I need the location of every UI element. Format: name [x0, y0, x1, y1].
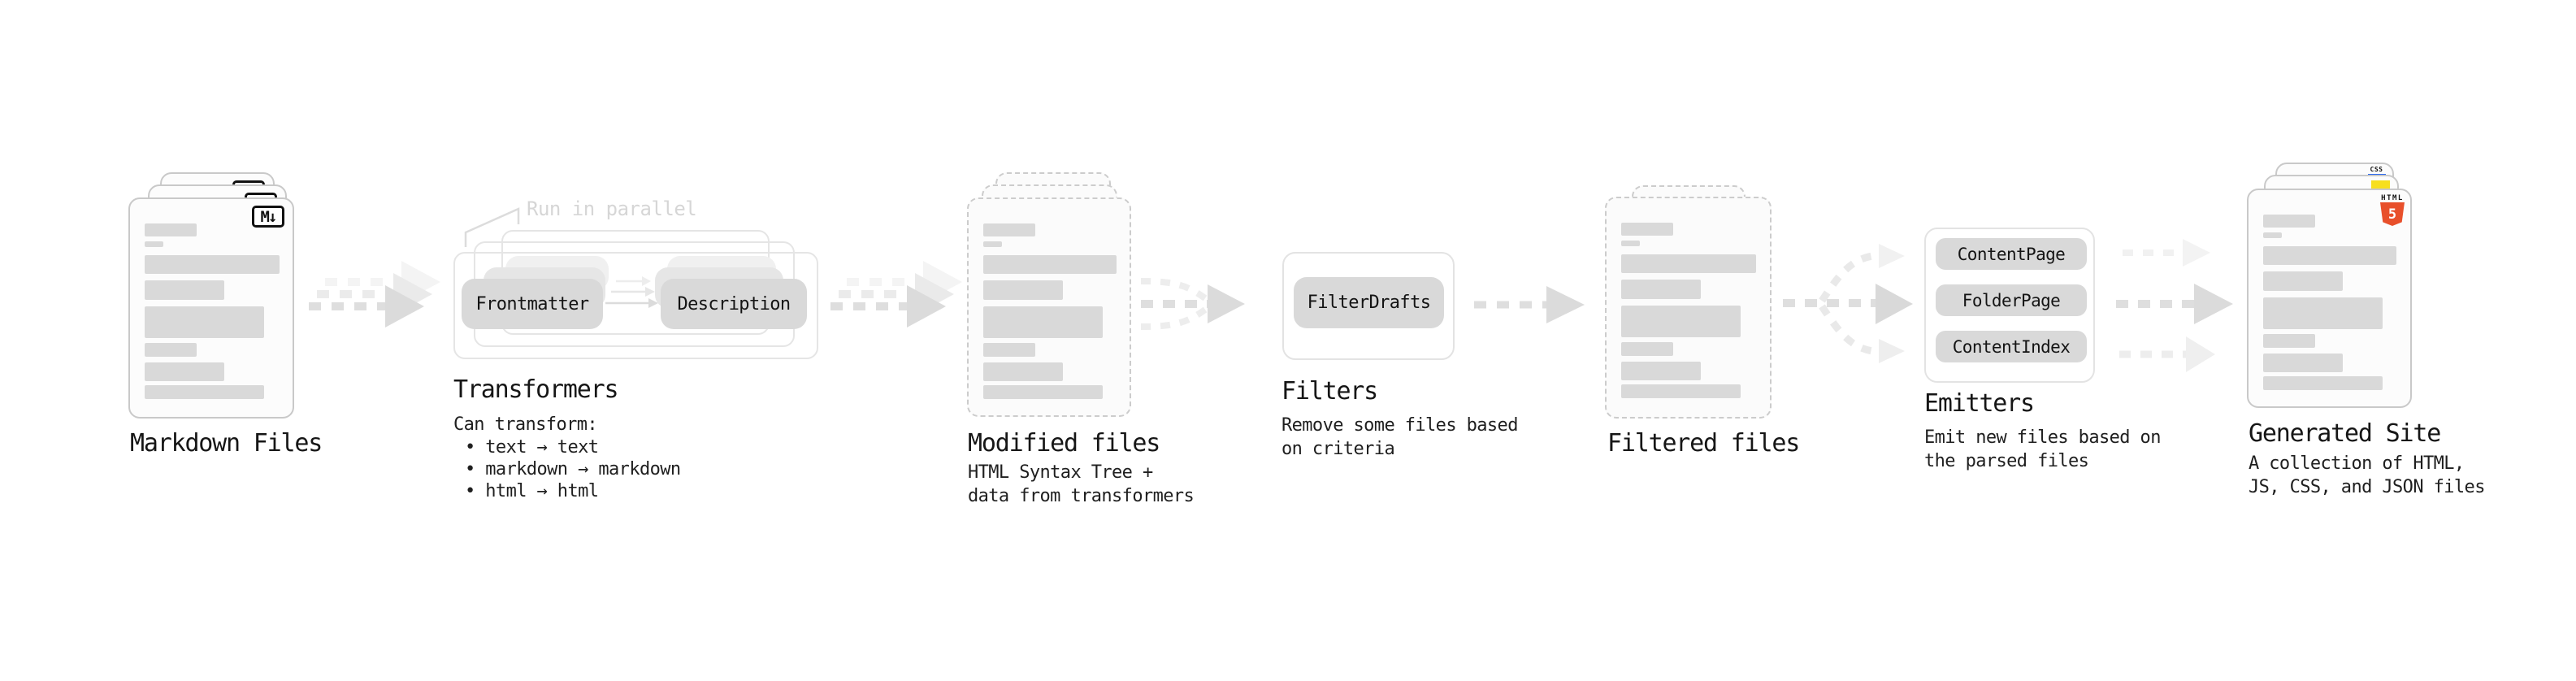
skeleton-line: [1621, 254, 1756, 273]
skeleton-line: [145, 223, 197, 236]
skeleton-line: [2263, 271, 2343, 291]
site-file-card-html: HTML 5: [2247, 189, 2412, 408]
emitter-pill-contentpage: ContentPage: [1936, 238, 2087, 270]
skeleton-line: [983, 241, 1002, 247]
arrow-modified-to-filters-merge: [1140, 278, 1245, 330]
pill-flow-arrows: [605, 276, 658, 308]
stage-description-line: the parsed files: [1924, 451, 2089, 471]
skeleton-line: [983, 255, 1117, 274]
filtered-file-card-front: [1605, 197, 1772, 419]
stage-description-line: on criteria: [1281, 439, 1395, 459]
bullet-line: • text → text: [465, 437, 599, 458]
stage-description-line: JS, CSS, and JSON files: [2249, 477, 2485, 497]
skeleton-line: [145, 280, 224, 300]
stage-description-line: data from transformers: [968, 486, 1195, 506]
arrow-transformers-to-modified: [830, 261, 962, 327]
transformer-pill-description: Description: [661, 279, 807, 329]
stage-label: Emitters: [1924, 389, 2035, 418]
arrow-emitters-to-site-top: [2123, 239, 2210, 267]
stage-label: Transformers: [453, 375, 619, 404]
skeleton-line: [983, 280, 1063, 300]
stage-label: Markdown Files: [130, 429, 323, 458]
skeleton-line: [983, 343, 1035, 357]
skeleton-line: [2263, 232, 2282, 238]
stage-label: Generated Site: [2249, 419, 2441, 448]
stage-description-line: A collection of HTML,: [2249, 453, 2465, 474]
filter-pill-filterdrafts: FilterDrafts: [1294, 277, 1444, 328]
stage-description-line: HTML Syntax Tree +: [968, 462, 1153, 483]
skeleton-line: [1621, 306, 1741, 337]
bullet-line: • markdown → markdown: [465, 459, 681, 479]
markdown-logo-icon: M↓: [252, 206, 284, 228]
skeleton-line: [1621, 223, 1673, 236]
skeleton-line: [145, 362, 224, 381]
arrow-markdown-to-transformers: [309, 261, 440, 327]
skeleton-line: [145, 385, 264, 399]
skeleton-line: [1621, 342, 1673, 356]
skeleton-line: [2263, 354, 2343, 372]
skeleton-line: [145, 306, 264, 338]
skeleton-line: [983, 223, 1035, 236]
bullet-line: • html → html: [465, 481, 599, 501]
emitter-pill-folderpage: FolderPage: [1936, 284, 2087, 316]
skeleton-line: [983, 306, 1103, 338]
note-leader-line: [464, 207, 520, 247]
skeleton-line: [145, 343, 197, 357]
transformer-pill-frontmatter: Frontmatter: [462, 279, 603, 329]
transformer-group-outline-front: [453, 252, 818, 359]
skeleton-line: [145, 255, 280, 274]
stage-description-line: Remove some files based: [1281, 415, 1518, 436]
skeleton-line: [2263, 334, 2315, 348]
emitter-pill-contentindex: ContentIndex: [1936, 331, 2087, 362]
html5-logo-icon: HTML 5: [2379, 195, 2406, 226]
skeleton-line: [2263, 297, 2383, 329]
skeleton-line: [2263, 376, 2383, 390]
run-in-parallel-note: Run in parallel: [527, 197, 697, 220]
stage-description-line: Can transform:: [453, 414, 598, 435]
skeleton-line: [2263, 215, 2315, 228]
skeleton-line: [145, 241, 163, 247]
stage-label: Filtered files: [1607, 429, 1800, 458]
stage-label: Filters: [1281, 377, 1378, 406]
skeleton-line: [983, 362, 1063, 381]
arrow-filters-to-filtered: [1474, 286, 1585, 323]
skeleton-line: [1621, 362, 1701, 380]
skeleton-line: [1621, 241, 1640, 246]
skeleton-line: [2263, 246, 2396, 265]
modified-file-card-front: [967, 197, 1131, 417]
skeleton-line: [1621, 280, 1701, 299]
js-logo-icon: [2371, 180, 2390, 189]
arrow-filtered-to-emitters-fanout: [1783, 244, 1913, 363]
arrow-emitters-to-site-bottom: [2119, 336, 2215, 372]
arrow-emitters-to-site-middle: [2116, 284, 2233, 324]
markdown-file-card-front: M↓: [128, 197, 294, 419]
skeleton-line: [983, 385, 1103, 399]
stage-label: Modified files: [968, 429, 1160, 458]
skeleton-line: [1621, 384, 1741, 398]
stage-description-line: Emit new files based on: [1924, 427, 2161, 448]
